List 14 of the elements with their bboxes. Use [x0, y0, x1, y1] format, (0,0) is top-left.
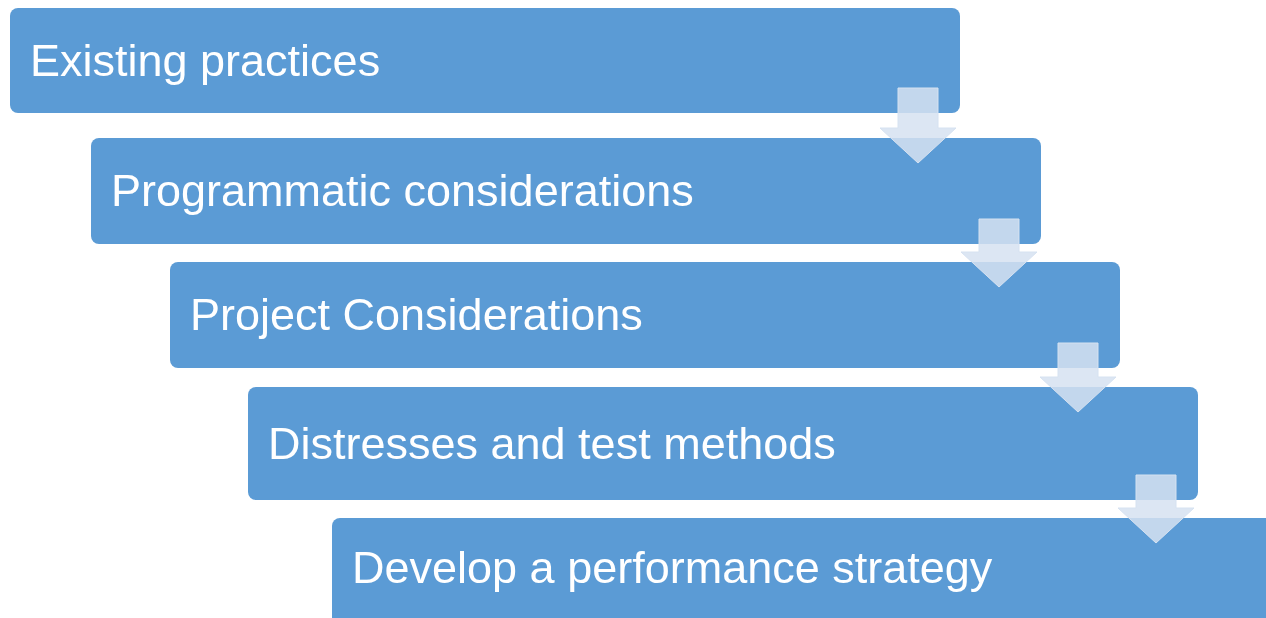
step-label: Programmatic considerations — [111, 165, 694, 217]
step-label: Existing practices — [30, 34, 381, 87]
step-label: Project Considerations — [190, 289, 643, 341]
process-box — [248, 387, 1198, 500]
process-box — [170, 262, 1120, 368]
block-arrow — [960, 218, 1038, 288]
process-box — [332, 518, 1266, 618]
block-arrow — [1039, 342, 1117, 413]
block-arrow — [1117, 474, 1195, 544]
process-box — [10, 8, 960, 113]
step-label: Develop a performance strategy — [352, 542, 993, 594]
step-label: Distresses and test methods — [268, 417, 836, 470]
process-box — [91, 138, 1041, 244]
block-arrow — [879, 87, 957, 164]
